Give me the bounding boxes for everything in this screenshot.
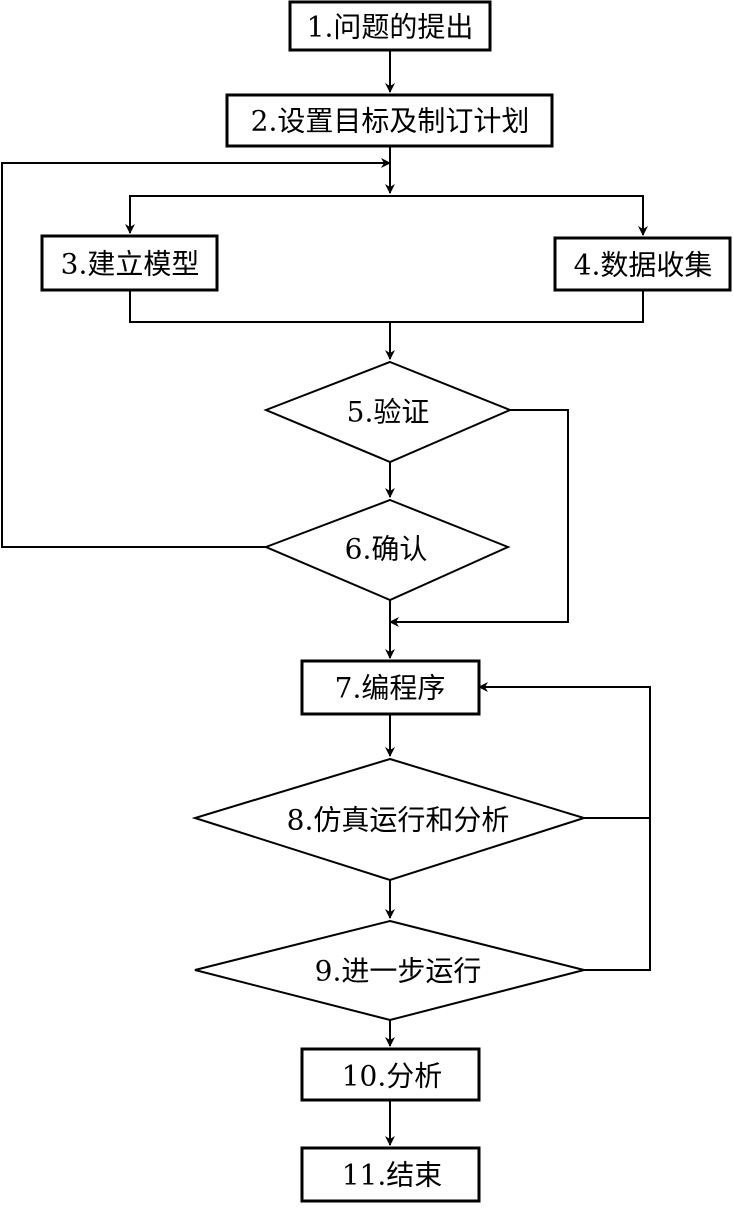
node-4-box — [553, 236, 732, 292]
node-6-diamond — [263, 498, 511, 602]
loop-8-9-to-7 — [584, 817, 651, 971]
node-11-box — [300, 1146, 481, 1203]
node-9-label: 9.进一步运行 — [315, 955, 482, 988]
node-1-box — [288, 0, 492, 52]
node-3-box — [40, 234, 219, 292]
node-11-label: 11.结束 — [342, 1159, 443, 1192]
node-10-label: 10.分析 — [342, 1060, 443, 1093]
node-1-label: 1.问题的提出 — [307, 11, 474, 44]
bypass-5-to-7 — [389, 409, 569, 627]
node-7-box — [300, 659, 481, 716]
split-to-4 — [390, 195, 648, 236]
node-7-label: 7.编程序 — [335, 672, 446, 705]
node-4-label: 4.数据收集 — [574, 249, 713, 282]
node-3-label: 3.建立模型 — [61, 248, 200, 281]
loop-return-7 — [478, 682, 651, 818]
join-3-4 — [129, 290, 644, 323]
split-to-3 — [125, 195, 390, 234]
node-9-diamond — [194, 919, 585, 1022]
node-2-label: 2.设置目标及制订计划 — [251, 105, 530, 138]
node-5-diamond — [263, 360, 513, 464]
node-8-label: 8.仿真运行和分析 — [287, 804, 510, 837]
node-5-label: 5.验证 — [347, 396, 430, 429]
feedback-loop-6-to-2 — [1, 158, 391, 548]
node-8-diamond — [191, 757, 588, 882]
node-6-label: 6.确认 — [345, 533, 428, 566]
node-10-box — [300, 1047, 481, 1102]
node-2-box — [225, 93, 554, 148]
